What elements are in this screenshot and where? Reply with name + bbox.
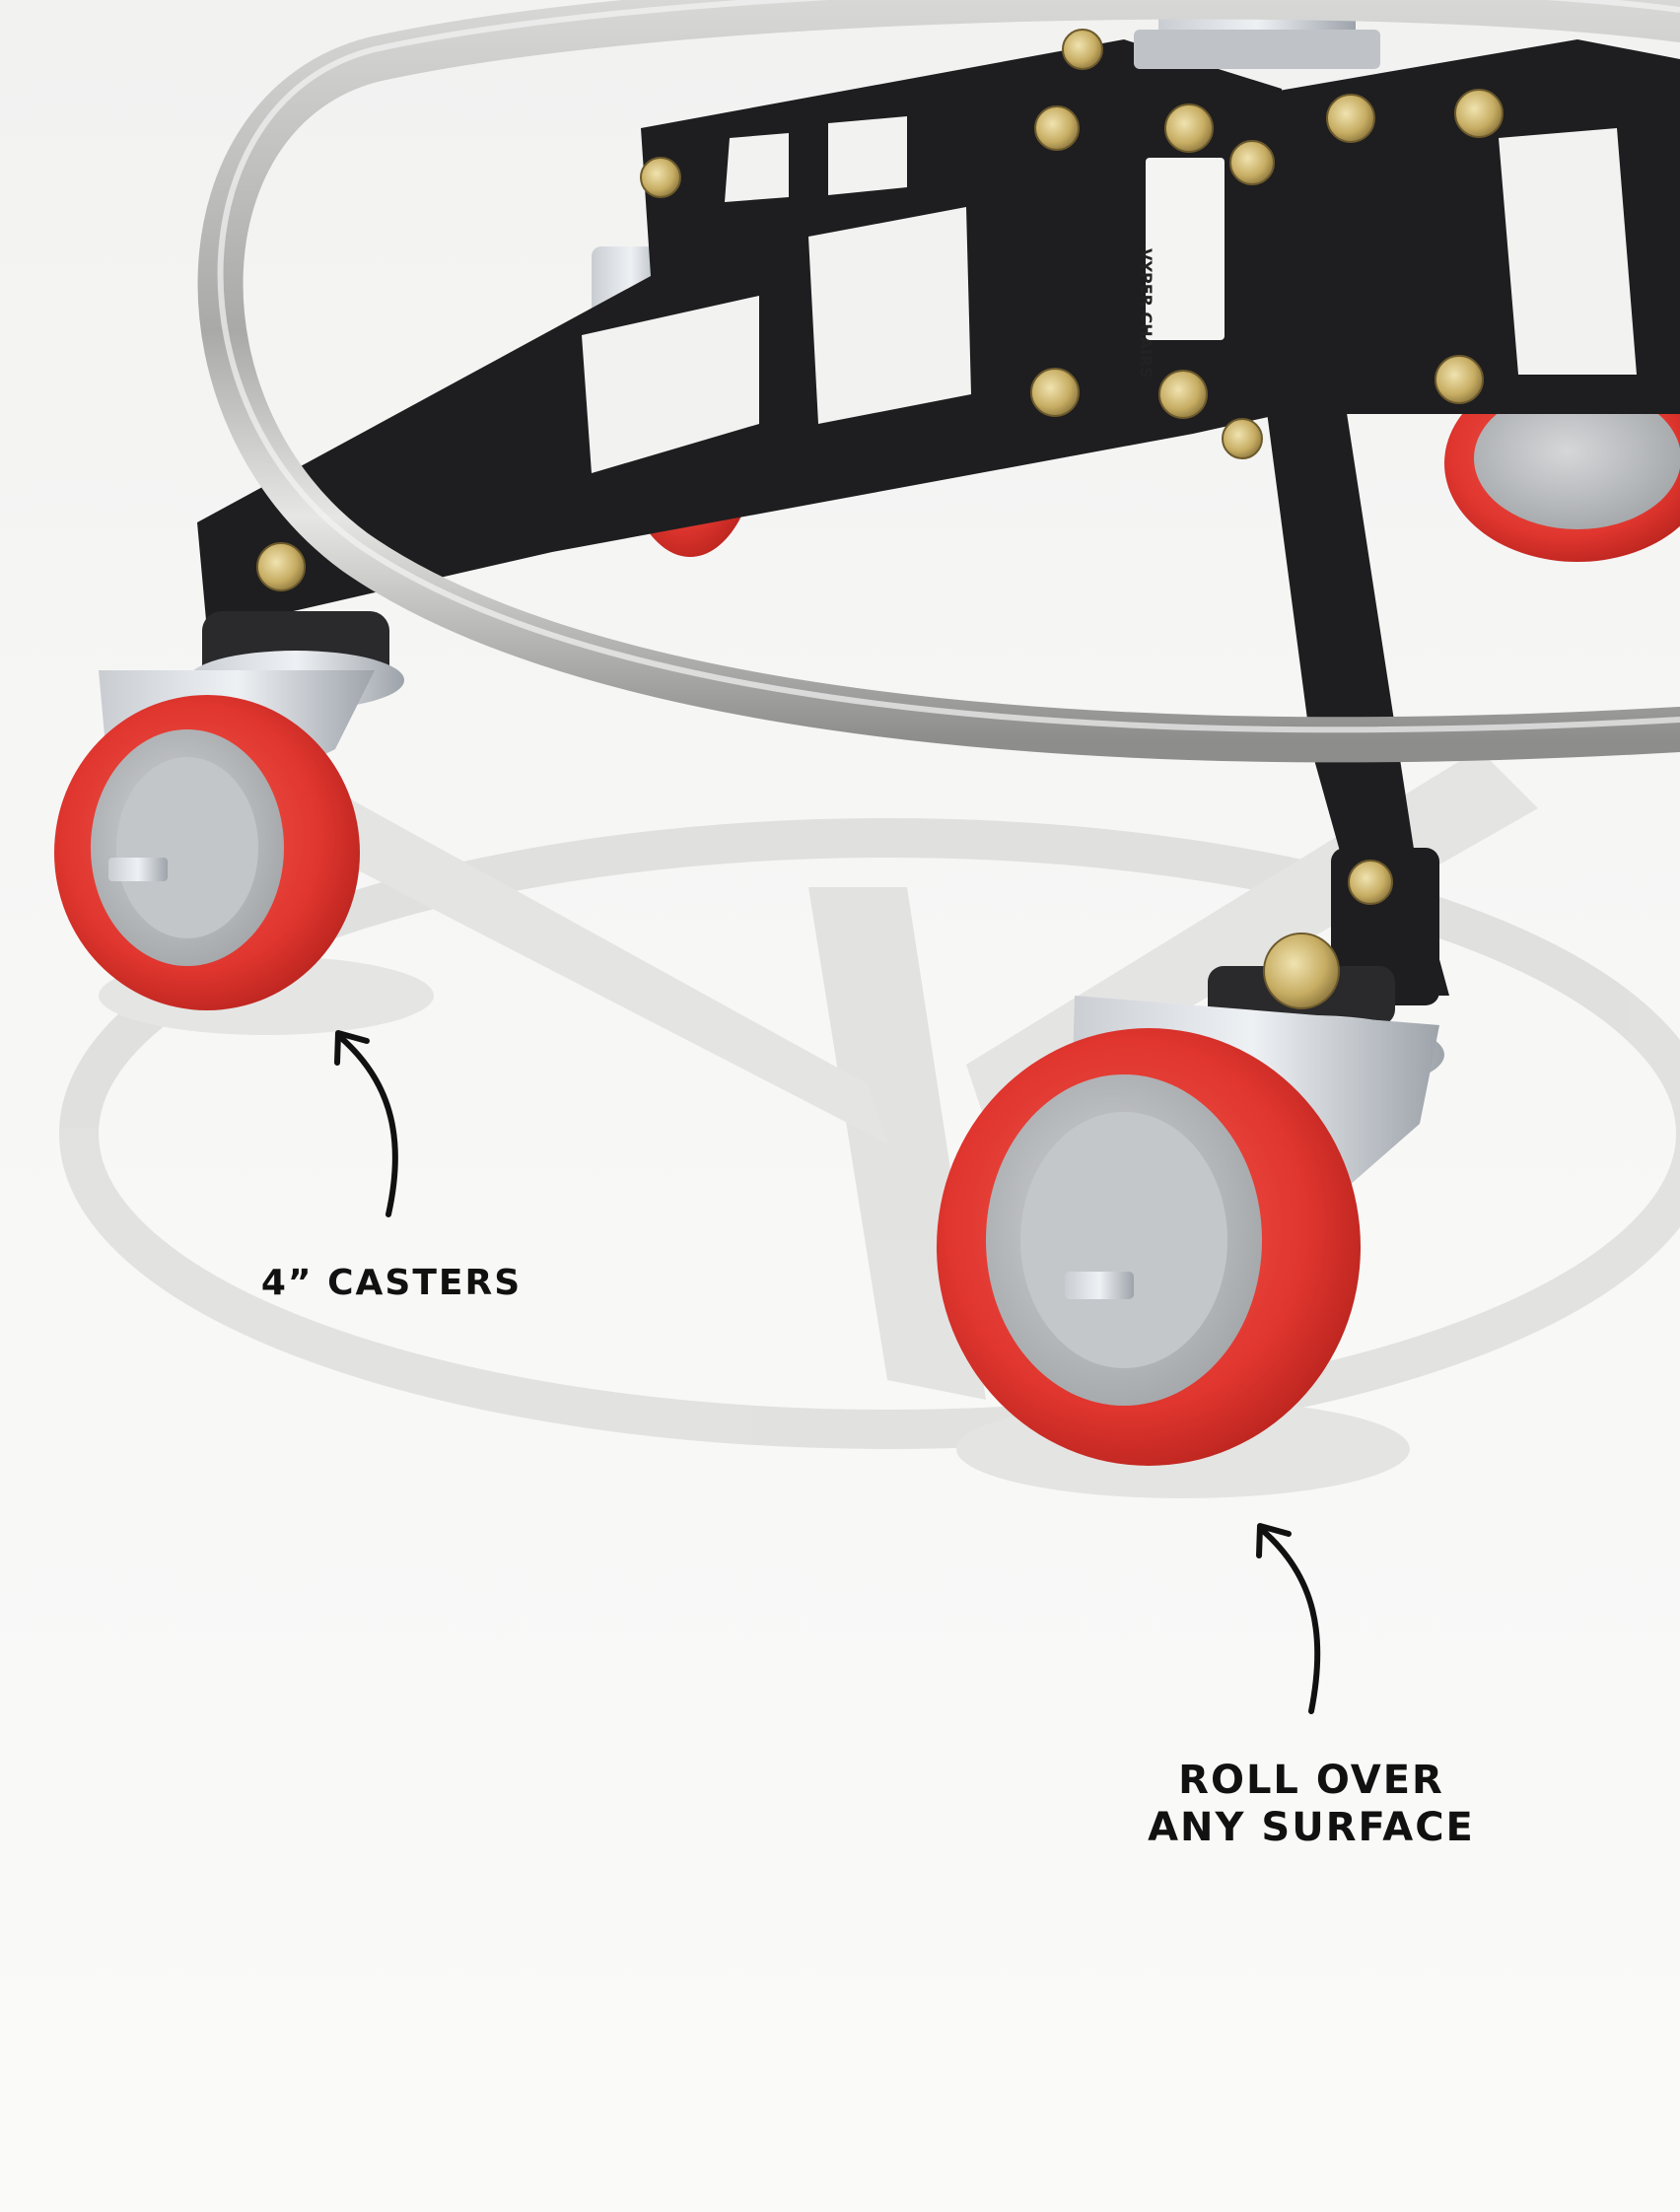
brand-plate: VYPER CHAIRS bbox=[1137, 158, 1225, 379]
surface-callout-line-1: ROLL OVER bbox=[1178, 1758, 1444, 1803]
frame-cutouts bbox=[582, 116, 1637, 473]
brand-plate-text: VYPER CHAIRS bbox=[1137, 248, 1155, 379]
surface-callout-line-2: ANY SURFACE bbox=[1148, 1805, 1475, 1850]
casters-callout: 4” CASTERS bbox=[260, 1263, 523, 1303]
curved-arrow-up-icon bbox=[1256, 1523, 1321, 1714]
surface-callout: ROLL OVER ANY SURFACE bbox=[1085, 1757, 1538, 1851]
caster-front-right bbox=[937, 933, 1444, 1466]
foot-ring bbox=[197, 0, 1680, 763]
frame-bolts bbox=[256, 29, 1504, 905]
caster-front-left bbox=[54, 611, 404, 1010]
curved-arrow-up-icon bbox=[334, 1030, 398, 1217]
